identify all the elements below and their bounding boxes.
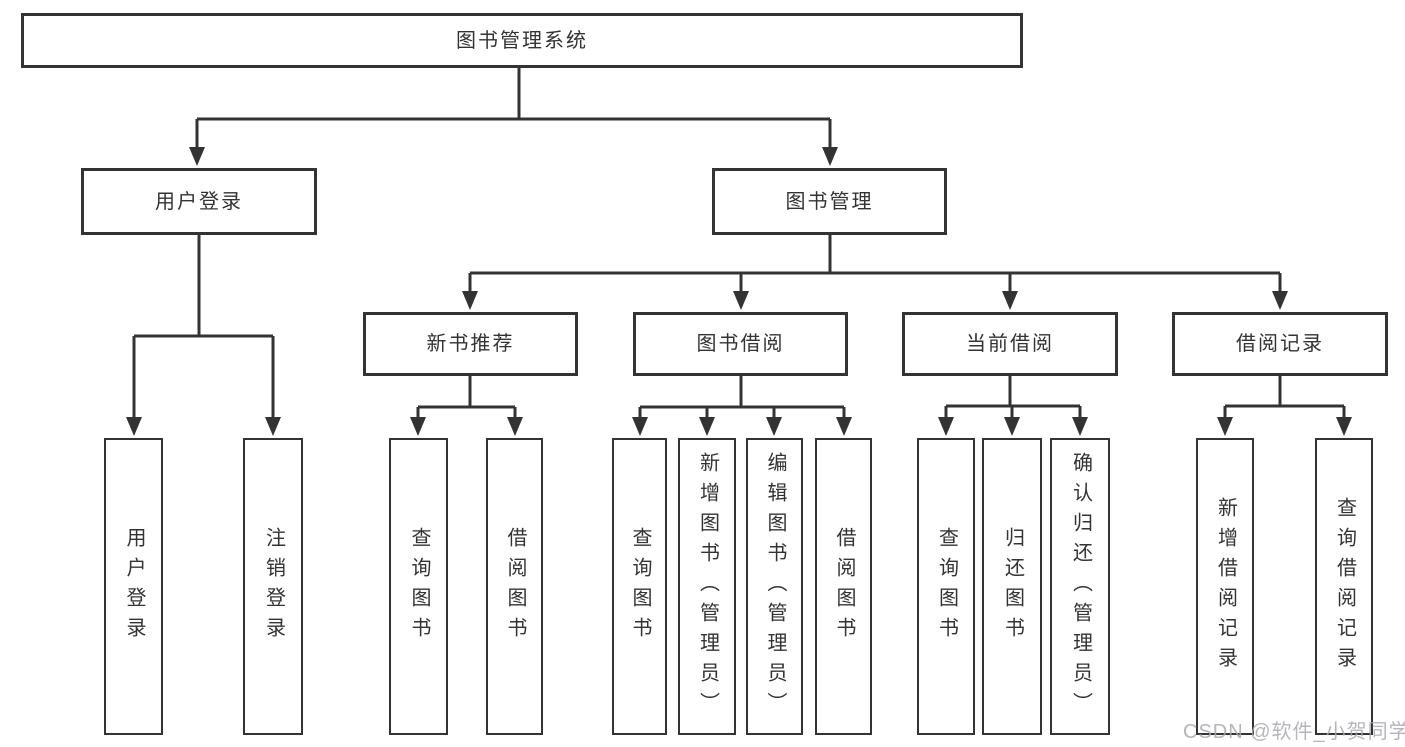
node-user-login: 用户登录 xyxy=(81,168,317,235)
node-label: 借阅图书 xyxy=(833,526,855,647)
node-book-management: 图书管理 xyxy=(712,168,947,235)
leaf-edit-books-admin: 编辑图书（管理员） xyxy=(746,438,803,735)
leaf-return-books: 归还图书 xyxy=(982,438,1042,735)
node-label: 注销登录 xyxy=(262,526,285,647)
node-label: 查询图书 xyxy=(935,526,958,647)
leaf-query-books-borrow: 查询图书 xyxy=(612,438,667,735)
leaf-query-books-current: 查询图书 xyxy=(917,438,975,735)
node-label: 新增借阅记录 xyxy=(1214,496,1237,677)
leaf-query-borrow-record: 查询借阅记录 xyxy=(1315,438,1373,735)
node-label: 新书推荐 xyxy=(426,333,515,355)
node-label: 新增图书（管理员） xyxy=(696,451,719,722)
node-new-book-recommend: 新书推荐 xyxy=(363,312,578,376)
node-label: 借阅记录 xyxy=(1236,333,1324,355)
leaf-add-borrow-record: 新增借阅记录 xyxy=(1196,438,1254,735)
node-book-borrow: 图书借阅 xyxy=(633,312,848,376)
leaf-user-login: 用户登录 xyxy=(104,438,163,735)
node-label: 查询借阅记录 xyxy=(1333,496,1356,677)
node-label: 用户登录 xyxy=(123,526,145,647)
node-label: 图书管理系统 xyxy=(456,29,588,52)
node-label: 确认归还（管理员） xyxy=(1069,451,1092,722)
node-label: 图书管理 xyxy=(785,190,874,213)
leaf-confirm-return-admin: 确认归还（管理员） xyxy=(1050,438,1110,735)
node-label: 查询图书 xyxy=(629,526,651,647)
leaf-add-books-admin: 新增图书（管理员） xyxy=(678,438,736,735)
node-current-borrow: 当前借阅 xyxy=(902,312,1118,376)
node-label: 图书借阅 xyxy=(696,333,785,355)
node-label: 借阅图书 xyxy=(504,526,526,647)
node-label: 当前借阅 xyxy=(966,333,1054,355)
leaf-logout: 注销登录 xyxy=(243,438,303,735)
leaf-borrow-books: 借阅图书 xyxy=(815,438,872,735)
node-root: 图书管理系统 xyxy=(21,13,1023,68)
leaf-query-books-recommend: 查询图书 xyxy=(389,438,448,735)
node-borrow-records: 借阅记录 xyxy=(1172,312,1388,376)
node-label: 编辑图书（管理员） xyxy=(764,451,786,722)
node-label: 用户登录 xyxy=(155,190,243,213)
watermark: CSDN @软件_小贺同学 xyxy=(1183,721,1405,743)
node-label: 归还图书 xyxy=(1001,526,1024,647)
leaf-borrow-books-recommend: 借阅图书 xyxy=(486,438,543,735)
node-label: 查询图书 xyxy=(408,526,430,647)
